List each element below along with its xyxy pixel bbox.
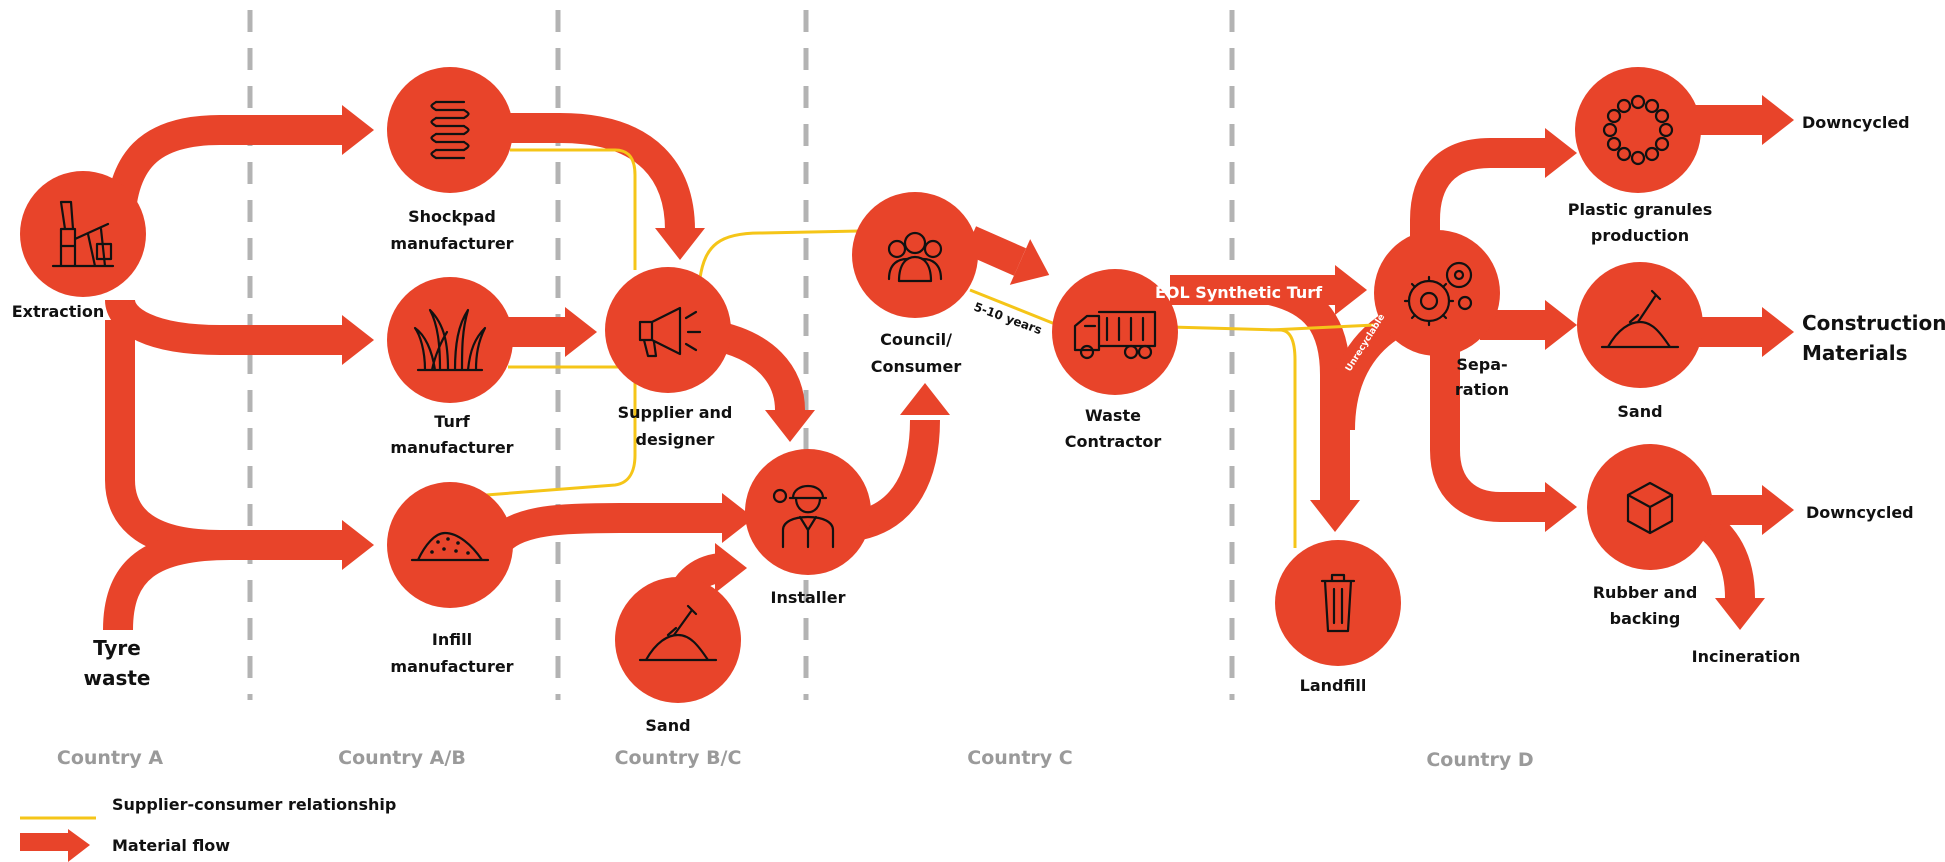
downcycled-top-label: Downcycled bbox=[1802, 113, 1910, 132]
node-landfill bbox=[1275, 540, 1401, 666]
waste-label-2: Contractor bbox=[1065, 432, 1162, 451]
node-sand-input bbox=[615, 577, 741, 703]
tyre-waste-label-1: Tyre bbox=[93, 636, 141, 660]
node-turf bbox=[387, 277, 513, 403]
turf-label-2: manufacturer bbox=[390, 438, 513, 457]
megaphone-icon bbox=[638, 306, 702, 358]
flow-shockpad-supplier bbox=[500, 113, 695, 231]
sand-shovel-icon bbox=[1600, 289, 1680, 349]
nodes bbox=[20, 67, 1713, 703]
node-extraction bbox=[20, 171, 146, 297]
country-bc-label: Country B/C bbox=[615, 747, 742, 769]
flow-separation-rubber bbox=[1430, 340, 1545, 522]
oil-pump-icon bbox=[51, 200, 115, 268]
extraction-label: Extraction bbox=[12, 302, 105, 321]
council-label-1: Council/ bbox=[880, 330, 952, 349]
plastic-label-2: production bbox=[1591, 226, 1689, 245]
node-sand-output bbox=[1577, 262, 1703, 388]
gears-icon bbox=[1403, 261, 1473, 327]
separation-label-1: Sepa- bbox=[1456, 355, 1507, 374]
separation-label-2: ration bbox=[1455, 380, 1509, 399]
node-shockpad bbox=[387, 67, 513, 193]
country-c-label: Country C bbox=[967, 747, 1072, 769]
supplier-label-1: Supplier and bbox=[618, 403, 733, 422]
sand-shovel-icon bbox=[638, 604, 718, 662]
node-plastic-granules bbox=[1575, 67, 1701, 193]
country-a-label: Country A bbox=[57, 747, 164, 769]
relationship-lines bbox=[459, 148, 1376, 548]
granules-pile-icon bbox=[410, 531, 490, 562]
country-ab-label: Country A/B bbox=[338, 747, 466, 769]
construction-label-2: Materials bbox=[1802, 341, 1908, 365]
node-waste-contractor bbox=[1052, 269, 1178, 395]
node-separation bbox=[1374, 230, 1500, 356]
country-d-label: Country D bbox=[1426, 749, 1533, 771]
people-group-icon bbox=[887, 231, 943, 283]
node-infill bbox=[387, 482, 513, 608]
cube-icon bbox=[1626, 481, 1674, 535]
council-label-2: Consumer bbox=[871, 357, 962, 376]
flow-unrecyclable bbox=[1325, 312, 1401, 431]
infill-label-1: Infill bbox=[432, 630, 472, 649]
flow-tyre-infill bbox=[103, 530, 231, 631]
flow-separation-plastic bbox=[1410, 138, 1545, 245]
landfill-label: Landfill bbox=[1300, 676, 1367, 695]
plastic-label-1: Plastic granules bbox=[1568, 200, 1713, 219]
supplier-label-2: designer bbox=[636, 430, 715, 449]
infill-label-2: manufacturer bbox=[390, 657, 513, 676]
bead-ring-icon bbox=[1602, 94, 1674, 166]
incineration-label: Incineration bbox=[1692, 647, 1801, 666]
flow-infill-installer bbox=[489, 503, 725, 552]
worker-icon bbox=[772, 484, 835, 549]
sand-output-label: Sand bbox=[1617, 402, 1662, 421]
node-council bbox=[852, 192, 978, 318]
shockpad-label-1: Shockpad bbox=[408, 207, 496, 226]
flow-council-waste bbox=[963, 226, 1027, 276]
trash-bin-icon bbox=[1320, 573, 1356, 633]
construction-label-1: Construction bbox=[1802, 311, 1945, 335]
installer-label: Installer bbox=[770, 588, 845, 607]
legend-flow-label: Material flow bbox=[112, 836, 230, 855]
tyre-waste-label-2: waste bbox=[83, 666, 150, 690]
dump-truck-icon bbox=[1073, 310, 1157, 360]
downcycled-bottom-label: Downcycled bbox=[1806, 503, 1914, 522]
flow-installer-council bbox=[856, 419, 940, 540]
eol-label: EOL Synthetic Turf bbox=[1155, 283, 1323, 302]
flow-extraction-shockpad bbox=[105, 115, 345, 231]
turf-label-1: Turf bbox=[434, 412, 470, 431]
sand-input-label: Sand bbox=[645, 716, 690, 735]
rubber-label-1: Rubber and bbox=[1593, 583, 1698, 602]
grass-icon bbox=[413, 308, 487, 372]
rubber-label-2: backing bbox=[1610, 609, 1681, 628]
flow-extraction-turf bbox=[105, 298, 345, 355]
waste-label-1: Waste bbox=[1085, 406, 1141, 425]
node-supplier bbox=[605, 267, 731, 393]
spring-icon bbox=[430, 100, 470, 160]
legend-relationship-label: Supplier-consumer relationship bbox=[112, 795, 396, 814]
legend: Supplier-consumer relationship Material … bbox=[20, 795, 396, 862]
shockpad-label-2: manufacturer bbox=[390, 234, 513, 253]
flow-to-landfill bbox=[1266, 275, 1350, 500]
